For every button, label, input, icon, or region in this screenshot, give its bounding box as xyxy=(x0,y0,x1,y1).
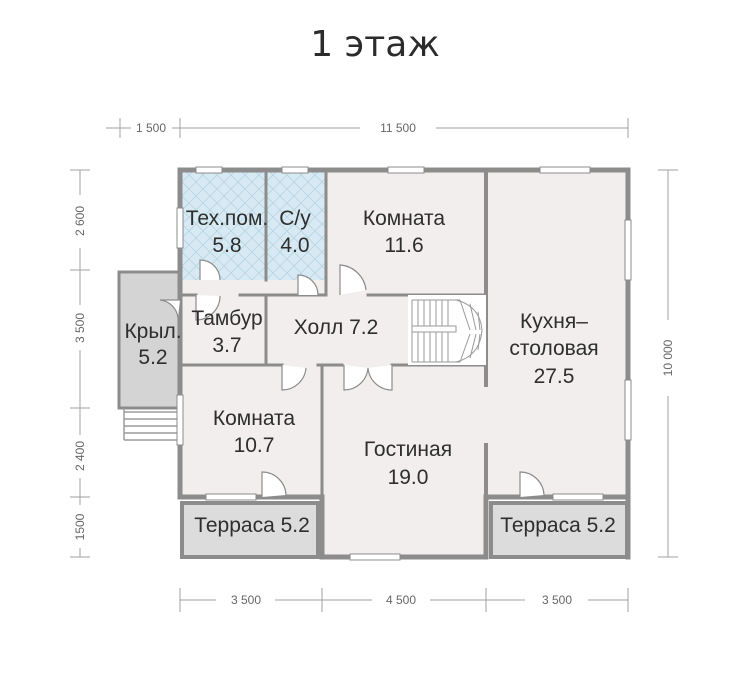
dim-right: 10 000 xyxy=(661,339,675,376)
porch-name: Крыл. xyxy=(124,320,181,343)
living-area: 19.0 xyxy=(388,466,429,489)
windows xyxy=(176,166,632,561)
dim-bottom-left: 3 500 xyxy=(231,593,261,607)
dim-left-4: 1500 xyxy=(73,513,87,540)
wc-area: 4.0 xyxy=(280,234,309,257)
tech-room-tile xyxy=(180,170,266,280)
terrace-right-label: Терраса 5.2 xyxy=(500,514,616,537)
wc-name: С/у xyxy=(279,207,311,230)
floor-title: 1 этаж xyxy=(310,24,440,65)
room-left-area: 10.7 xyxy=(234,434,275,457)
wc-tile xyxy=(266,170,326,280)
dim-left-3: 2 400 xyxy=(73,441,87,471)
kitchen-name-2: столовая xyxy=(509,337,598,360)
dimension-lines xyxy=(70,118,678,612)
tech-room-name: Тех.пом. xyxy=(186,207,269,230)
terrace-left-label: Терраса 5.2 xyxy=(194,514,310,537)
staircase xyxy=(408,295,486,365)
tambur-name: Тамбур xyxy=(191,307,262,330)
room-top-area: 11.6 xyxy=(384,234,423,257)
terrace-left xyxy=(180,501,320,559)
porch-area: 5.2 xyxy=(138,346,167,369)
kitchen-name: Кухня– xyxy=(520,310,588,333)
dim-top-main: 11 500 xyxy=(380,121,416,135)
dim-left-1: 2 600 xyxy=(73,206,87,236)
dim-bottom-right: 3 500 xyxy=(542,593,572,607)
room-top-name: Комната xyxy=(363,207,446,230)
tambur-area: 3.7 xyxy=(212,334,241,357)
dim-bottom-mid: 4 500 xyxy=(386,593,416,607)
living-name: Гостиная xyxy=(364,438,452,461)
doors xyxy=(159,259,545,497)
tech-room-area: 5.8 xyxy=(212,234,241,257)
kitchen-area: 27.5 xyxy=(534,365,575,388)
hall-label: Холл 7.2 xyxy=(294,316,379,339)
room-left-name: Комната xyxy=(213,407,296,430)
dim-top-left: 1 500 xyxy=(136,121,166,135)
dim-left-2: 3 500 xyxy=(73,313,87,343)
